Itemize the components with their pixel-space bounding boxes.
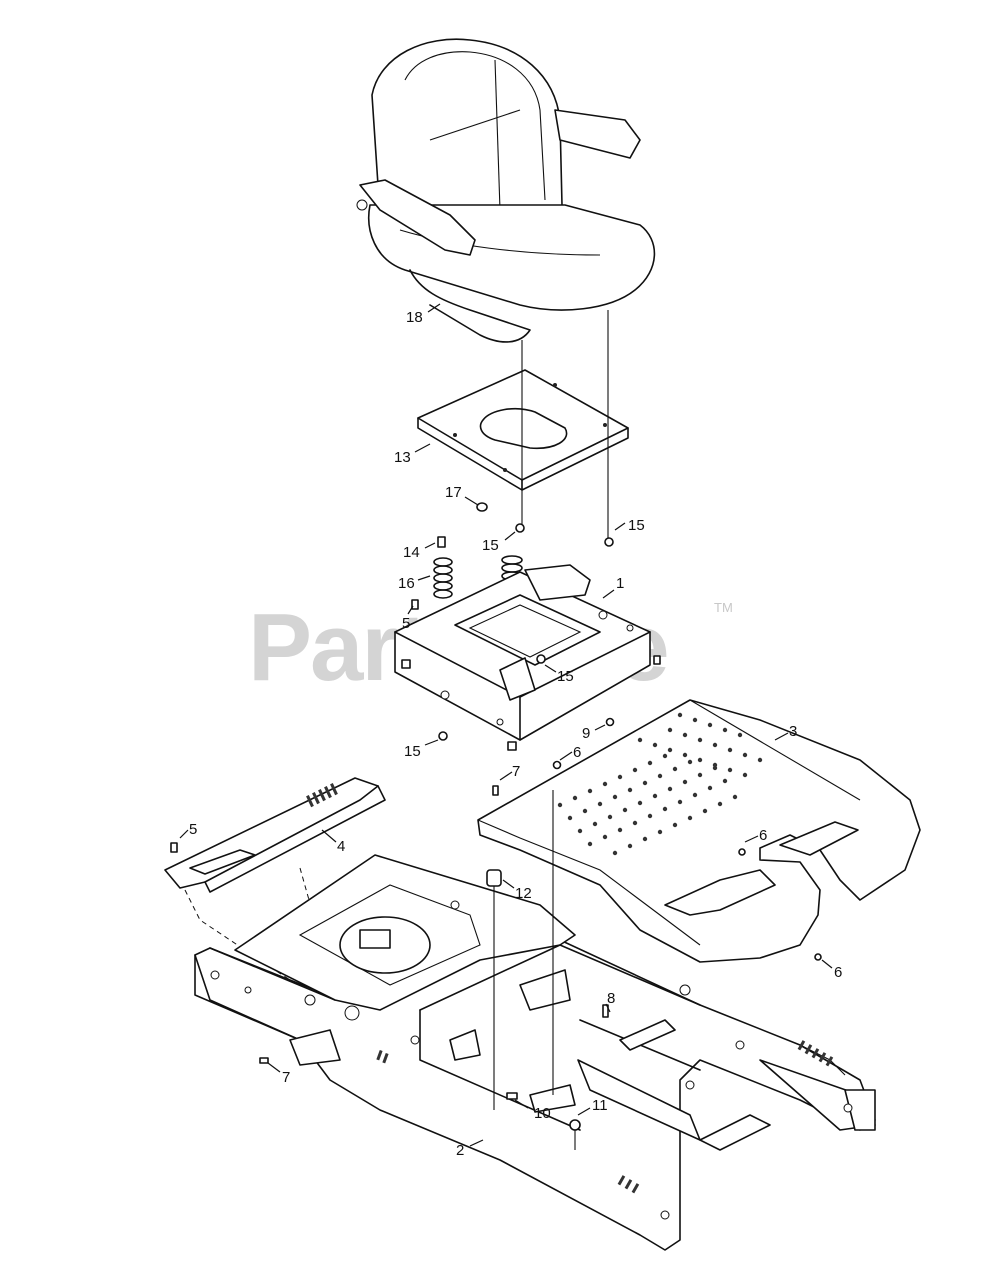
callout-4[interactable]: 4 [337, 838, 345, 855]
callout-5-b[interactable]: 5 [189, 821, 197, 838]
part-8-bolt[interactable] [602, 1004, 609, 1018]
callout-6-a[interactable]: 6 [573, 744, 581, 761]
callout-15-b[interactable]: 15 [628, 517, 645, 534]
callout-15-d[interactable]: 15 [404, 743, 421, 760]
part-6-nut-b[interactable] [738, 848, 746, 856]
part-15-nut-d[interactable] [438, 731, 448, 741]
part-2-frame[interactable] [194, 854, 876, 1251]
callout-labels: 18 13 17 15 15 14 16 1 5 15 15 9 3 6 7 5… [189, 309, 842, 1159]
part-7-bolt-a[interactable] [492, 785, 499, 796]
part-17-bolt[interactable] [476, 502, 488, 512]
callout-11[interactable]: 11 [592, 1097, 608, 1114]
part-7-bolt-b[interactable] [259, 1057, 269, 1064]
callout-10[interactable]: 10 [534, 1105, 551, 1122]
callout-3[interactable]: 3 [789, 723, 797, 740]
callout-17[interactable]: 17 [445, 484, 462, 501]
part-5-bolt-b[interactable] [170, 842, 178, 853]
part-6-nut-c[interactable] [814, 953, 822, 961]
callout-18[interactable]: 18 [406, 309, 423, 326]
part-10-bolt[interactable] [506, 1092, 518, 1100]
part-18-seat[interactable] [356, 38, 656, 343]
callout-7-a[interactable]: 7 [512, 763, 520, 780]
callout-1[interactable]: 1 [616, 575, 624, 592]
part-1-seat-support[interactable] [394, 564, 661, 751]
part-15-nut-b[interactable] [604, 537, 614, 547]
part-15-nut-c[interactable] [536, 654, 546, 664]
part-6-nut-a[interactable] [552, 760, 562, 770]
part-12-spacer[interactable] [486, 869, 502, 887]
part-9-nut[interactable] [605, 717, 615, 727]
callout-15-a[interactable]: 15 [482, 537, 499, 554]
callout-5-a[interactable]: 5 [402, 615, 410, 632]
callout-8[interactable]: 8 [607, 990, 615, 1007]
callout-6-b[interactable]: 6 [759, 827, 767, 844]
watermark-trademark: TM [714, 600, 733, 615]
callout-6-c[interactable]: 6 [834, 964, 842, 981]
callout-16[interactable]: 16 [398, 575, 415, 592]
part-13-seat-plate[interactable] [417, 369, 629, 491]
part-5-bolt-a[interactable] [411, 599, 419, 610]
part-4-shield-plate[interactable] [164, 777, 386, 893]
part-14-bolt[interactable] [437, 536, 446, 548]
callout-leaders [179, 303, 833, 1147]
callout-12[interactable]: 12 [515, 885, 532, 902]
callout-2[interactable]: 2 [456, 1142, 464, 1159]
part-15-nut-a[interactable] [515, 523, 525, 533]
part-3-footplate[interactable] [477, 699, 921, 963]
callout-7-b[interactable]: 7 [282, 1069, 290, 1086]
part-11-nut[interactable] [569, 1119, 581, 1131]
callout-14[interactable]: 14 [403, 544, 420, 561]
callout-13[interactable]: 13 [394, 449, 411, 466]
part-3-hole-grid [557, 712, 763, 856]
callout-9[interactable]: 9 [582, 725, 590, 742]
callout-15-c[interactable]: 15 [557, 668, 574, 685]
